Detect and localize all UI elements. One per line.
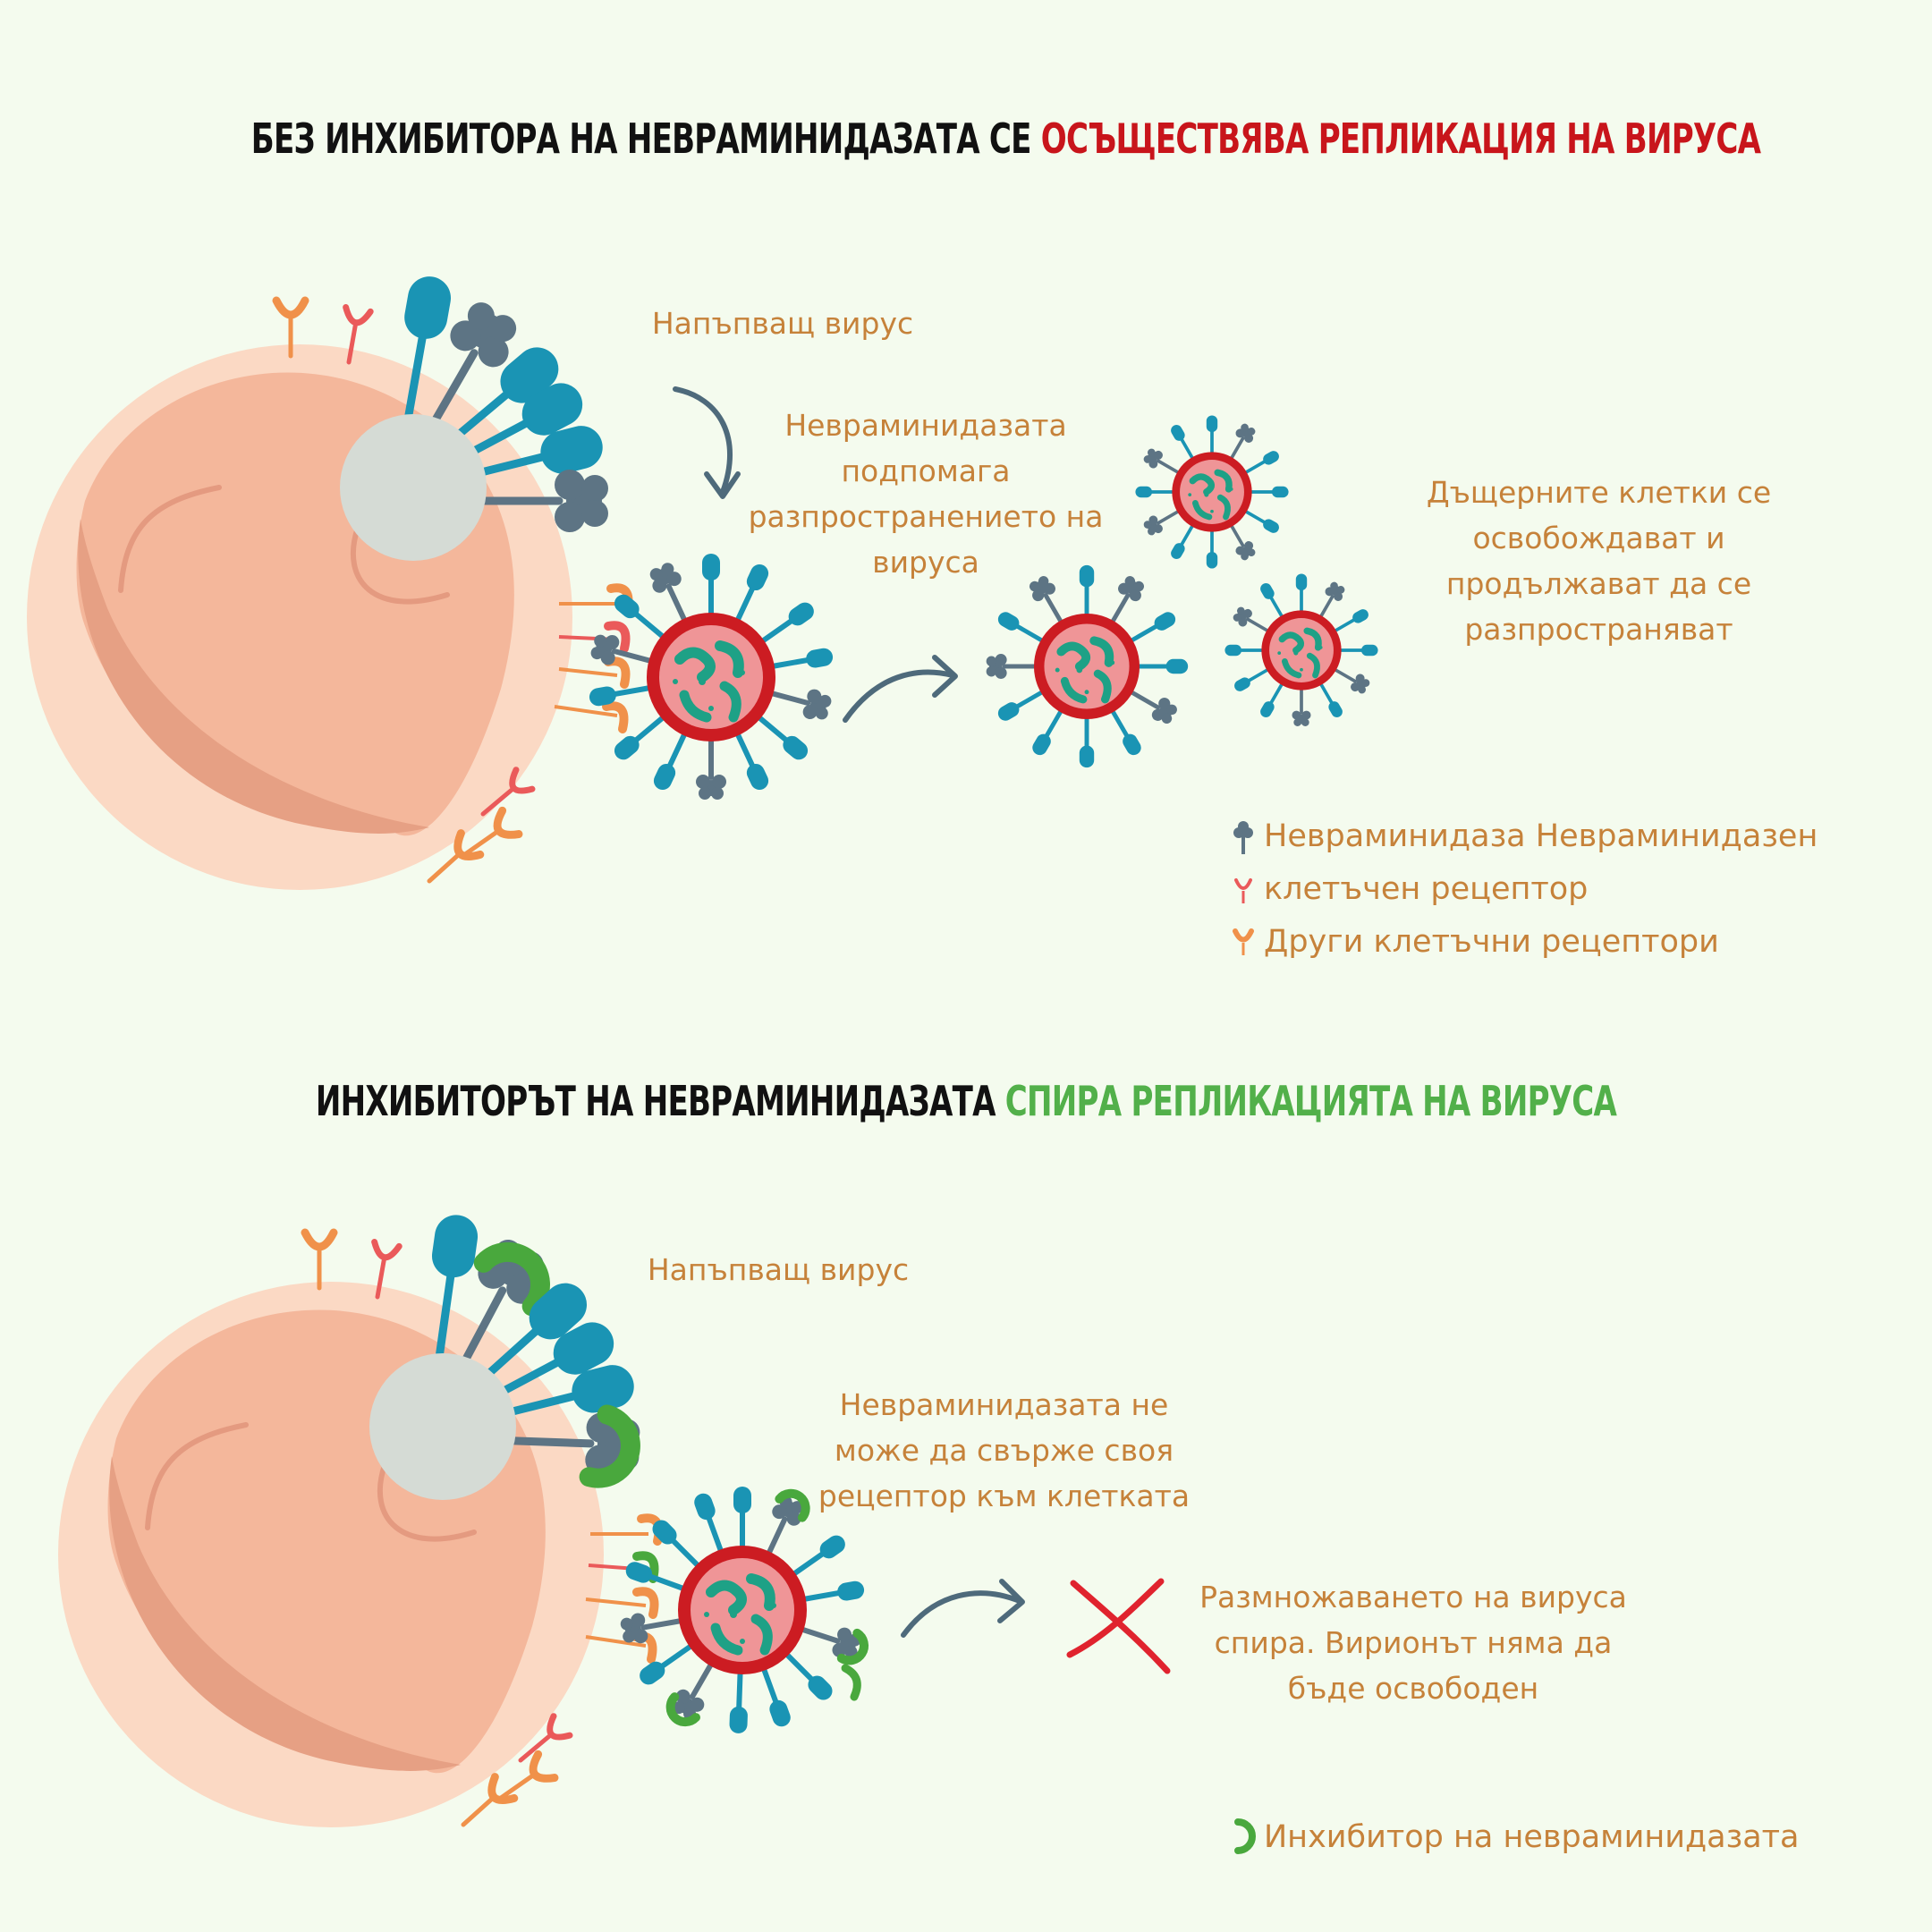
other-receptor-icon xyxy=(1233,928,1254,955)
bottom-title-plain: ИНХИБИТОРЪТ НА НЕВРАМИНИДАЗАТА xyxy=(315,1077,1005,1125)
bottom-arrow-right xyxy=(901,1579,1025,1638)
bottom-label-attacking-virus: Напъпващ вирус xyxy=(647,1252,910,1287)
legend-inhibitor: Инхибитор на невраминидазата xyxy=(1264,1819,1800,1855)
top-label-daughter-cells: Дъщерните клетки се освобождават и продъ… xyxy=(1426,475,1772,647)
top-label-attacking-virus: Напъпващ вирус xyxy=(651,306,914,341)
bottom-section-title: ИНХИБИТОРЪТ НА НЕВРАМИНИДАЗАТА СПИРА РЕП… xyxy=(251,1077,1681,1125)
legend-neuraminidase: Невраминидаза Невраминидазен xyxy=(1264,818,1818,854)
inhibitor-icon xyxy=(1234,1818,1256,1854)
bottom-label-cannot-bind: Невраминидазата не може да свърже своя р… xyxy=(818,1387,1191,1513)
stop-cross-icon xyxy=(1066,1578,1171,1674)
bottom-budding-virus xyxy=(369,1212,640,1500)
top-attached-virus xyxy=(554,554,835,800)
top-title-emphasis: ОСЪЩЕСТВЯВА РЕПЛИКАЦИЯ НА ВИРУСА xyxy=(1040,114,1761,163)
bottom-label-replication-stops: Размножаването на вируса спира. Вирионът… xyxy=(1199,1580,1627,1706)
top-arrow-right xyxy=(843,655,958,723)
neuraminidase-icon xyxy=(1233,821,1253,854)
legend-cell-receptor: клетъчен рецептор xyxy=(1264,871,1589,907)
bottom-host-cell xyxy=(58,1282,604,1827)
top-arrow-down xyxy=(673,386,741,499)
bottom-title-emphasis: СПИРА РЕПЛИКАЦИЯТА НА ВИРУСА xyxy=(1004,1077,1617,1125)
daughter-virus-3 xyxy=(1223,572,1380,728)
top-label-neuraminidase-helps: Невраминидазата подпомага разпространени… xyxy=(748,408,1104,580)
top-budding-virus xyxy=(340,273,608,561)
bottom-attached-virus xyxy=(585,1487,868,1733)
top-title-plain: БЕЗ ИНХИБИТОРА НА НЕВРАМИНИДАЗАТА СЕ xyxy=(250,114,1041,163)
top-section-title: БЕЗ ИНХИБИТОРА НА НЕВРАМИНИДАЗАТА СЕ ОСЪ… xyxy=(250,114,1761,163)
cell-receptor-icon xyxy=(1234,878,1252,903)
daughter-virus-1 xyxy=(1133,413,1291,571)
legend-other-receptors: Други клетъчни рецептори xyxy=(1264,924,1719,960)
daughter-virus-2 xyxy=(987,565,1189,767)
